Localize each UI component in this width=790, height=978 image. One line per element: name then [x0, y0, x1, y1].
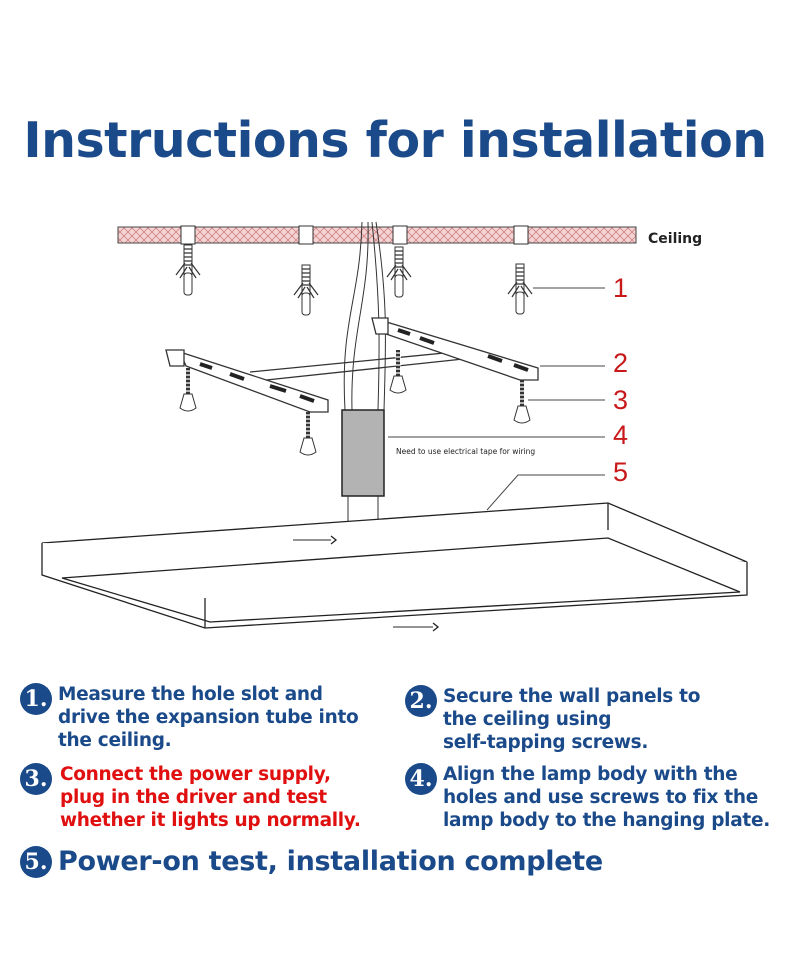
expansion-anchors — [175, 244, 533, 316]
step-4: 4. Align the lamp body with the holes an… — [405, 763, 770, 832]
step-1: 1. Measure the hole slot and drive the e… — [20, 683, 359, 752]
step-number-badge: 3. — [20, 763, 52, 795]
installation-diagram: Ceiling Need to use electrica — [41, 221, 748, 632]
step-text: Align the lamp body with the holes and u… — [443, 764, 770, 831]
callout-5: 5 — [613, 457, 628, 487]
step-2: 2. Secure the wall panels to the ceiling… — [405, 685, 700, 754]
step-number-badge: 4. — [405, 763, 437, 795]
ceiling-label: Ceiling — [648, 231, 702, 247]
mounting-brackets — [165, 317, 539, 413]
step-text: Measure the hole slot and drive the expa… — [58, 684, 359, 751]
callout-4: 4 — [613, 420, 628, 450]
leader-lines — [388, 287, 605, 511]
step-number-badge: 1. — [20, 683, 52, 715]
led-driver — [341, 409, 385, 497]
power-wires — [343, 221, 387, 411]
callout-1: 1 — [613, 273, 628, 303]
page-title: Instructions for installation — [23, 112, 767, 169]
step-text: Secure the wall panels to the ceiling us… — [443, 686, 701, 753]
step-number-badge: 5. — [20, 846, 52, 878]
step-number-badge: 2. — [405, 685, 437, 717]
tape-note: Need to use electrical tape for wiring — [396, 447, 535, 456]
step-text: Connect the power supply, plug in the dr… — [60, 764, 361, 831]
step-5: 5. Power-on test, installation complete — [20, 846, 603, 878]
lamp-panel — [41, 502, 748, 632]
callout-2: 2 — [613, 348, 628, 378]
step-text: Power-on test, installation complete — [58, 846, 603, 877]
step-3: 3. Connect the power supply, plug in the… — [20, 763, 361, 832]
callout-3: 3 — [613, 385, 628, 415]
